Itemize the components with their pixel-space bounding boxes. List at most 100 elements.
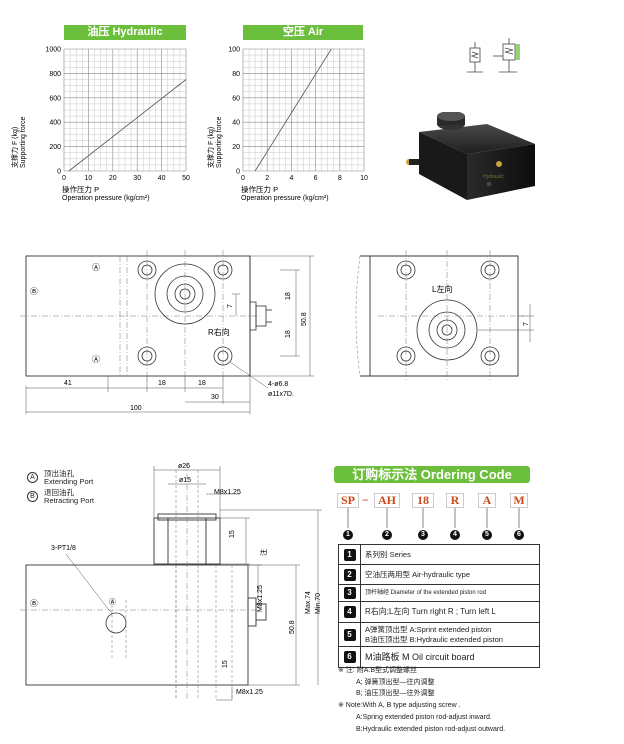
x-axis-label-en: Operation pressure (kg/cm²) <box>241 195 329 202</box>
x-tick-label: 10 <box>360 175 368 182</box>
hydraulic-chart-title: 油压 Hydraulic <box>64 25 186 40</box>
dim-v18-b: 18 <box>285 330 292 338</box>
left-turn-label: L左向 <box>432 284 452 294</box>
dim-30: 30 <box>211 394 219 401</box>
dim-v50-8: 50.8 <box>301 312 308 326</box>
ordering-row: 6 M油路板 M Oil circuit board <box>339 647 539 667</box>
legend-a-cn: 顶出油孔 <box>44 469 74 478</box>
dim-41: 41 <box>64 380 72 387</box>
thread-mid: M8x1.25 <box>257 585 264 612</box>
y-axis-label-en: Supporting force <box>20 117 27 168</box>
dim-18-a: 18 <box>158 380 166 387</box>
x-tick-label: 20 <box>109 175 117 182</box>
legend-a-en: Extending Port <box>44 477 94 486</box>
legend-retracting-port: B <box>27 491 38 502</box>
ordering-table: 1 系列别 Series 2 空油压两用型 Air-hydraulic type… <box>338 544 540 668</box>
dim-v7-left: 7 <box>523 322 530 326</box>
code-dash: − <box>362 493 369 507</box>
y-tick-label: 40 <box>232 120 240 127</box>
row-number: 3 <box>343 587 356 599</box>
code-direction: R <box>446 493 464 508</box>
x-tick-label: 40 <box>158 175 166 182</box>
note-en-3: B:Hydraulic extended piston rod-adjust o… <box>356 726 506 733</box>
port-b-side: Ⓑ <box>30 599 38 608</box>
dim-15-v: 15 <box>229 530 236 538</box>
code-num-3: 3 <box>418 530 428 540</box>
x-tick-label: 0 <box>241 175 245 182</box>
dim-v7: 7 <box>227 304 234 308</box>
row-text: 顶杆轴经 Diameter of the extended piston rod <box>365 590 487 596</box>
y-tick-label: 80 <box>232 71 240 78</box>
y-tick-label: 400 <box>49 120 61 127</box>
port-a-mark: A <box>27 472 38 483</box>
air-chart-title: 空压 Air <box>243 25 363 40</box>
ordering-row: 1 系列别 Series <box>339 545 539 565</box>
code-num-1: 1 <box>343 530 353 540</box>
holes-spec-1: 4-ø6.8 <box>268 381 288 388</box>
row-text: R右向;L左向 Turn right R ; Turn left L <box>365 607 496 616</box>
code-num-4: 4 <box>450 530 460 540</box>
row-text: M油路板 M Oil circuit board <box>365 652 475 662</box>
legend-extending-text: 顶出油孔 Extending Port <box>44 470 93 486</box>
note-cn-2: A; 弹簧顶出型—往内调整 <box>356 679 435 686</box>
port-a-side: Ⓐ <box>109 598 116 606</box>
x-axis-label-cn: 操作压力 P <box>62 184 99 194</box>
port-b: Ⓑ <box>30 287 38 296</box>
code-num-5: 5 <box>482 530 492 540</box>
dim-min-70: Min.70 <box>315 593 322 614</box>
air-series-line <box>254 48 332 172</box>
row-text-2: B油压顶出型 B:Hydraulic extended piston <box>365 634 503 644</box>
y-tick-label: 60 <box>232 95 240 102</box>
note-en-2: A:Spring extended piston rod-adjust inwa… <box>356 714 492 721</box>
y-tick-label: 600 <box>49 95 61 102</box>
row-number: 5 <box>343 628 356 641</box>
legend-retracting-text: 退回油孔 Retracting Port <box>44 489 94 505</box>
code-num-2: 2 <box>382 530 392 540</box>
ordering-row: 2 空油压两用型 Air-hydraulic type <box>339 565 539 585</box>
ordering-row: 5 A弹簧顶出型 A:Sprint extended piston B油压顶出型… <box>339 623 539 647</box>
plan-view-right: Ⓐ Ⓑ Ⓐ R右向 41 18 18 30 100 18 18 7 50.8 4… <box>20 250 314 414</box>
thread-bottom: M8x1.25 <box>236 689 263 696</box>
x-tick-label: 30 <box>133 175 141 182</box>
y-tick-label: 200 <box>49 144 61 151</box>
legend-b-cn: 退回油孔 <box>44 488 74 497</box>
dim-100: 100 <box>130 405 142 412</box>
x-tick-label: 6 <box>314 175 318 182</box>
pt-ports: 3-PT1/8 <box>51 545 76 552</box>
side-view: ø26 ø15 M8x1.25 3-PT1/8 Ⓑ Ⓐ 15 注 M8x1.25… <box>20 462 322 701</box>
row-text: A弹簧顶出型 A:Sprint extended piston <box>365 624 492 634</box>
dim-18-b: 18 <box>198 380 206 387</box>
ordering-code-title: 订购标示法 Ordering Code <box>334 466 530 483</box>
y-tick-label: 0 <box>236 169 240 176</box>
ordering-row: 4 R右向;L左向 Turn right R ; Turn left L <box>339 602 539 623</box>
y-tick-label: 1000 <box>45 47 61 54</box>
code-connectors <box>347 508 520 528</box>
legend-b-en: Retracting Port <box>44 496 95 505</box>
dim-max-74: Max.74 <box>305 591 312 614</box>
schematic-symbol <box>467 38 520 73</box>
y-tick-label: 800 <box>49 71 61 78</box>
y-axis-label-en: Supporting force <box>216 117 223 168</box>
svg-text:Hydraulic: Hydraulic <box>483 174 504 180</box>
y-tick-label: 100 <box>228 47 240 54</box>
note-cn-1: ※ 注: 附A.B型式调整螺丝 <box>338 667 417 674</box>
note-cn-3: B; 油压顶出型—往外调整 <box>356 690 435 697</box>
y-tick-label: 20 <box>232 144 240 151</box>
x-tick-label: 4 <box>289 175 293 182</box>
note-mark: 注 <box>259 549 268 556</box>
code-piston: A <box>478 493 496 508</box>
row-number: 1 <box>343 548 356 561</box>
row-number: 4 <box>343 606 356 618</box>
plan-view-left: L左向 7 <box>355 250 534 382</box>
row-text: 系列别 Series <box>365 549 411 559</box>
code-num-6: 6 <box>514 530 524 540</box>
x-tick-label: 8 <box>338 175 342 182</box>
row-number: 2 <box>343 568 356 581</box>
legend-extending-port: A <box>27 472 38 483</box>
code-series: SP <box>337 493 359 508</box>
y-axis-label-cn: 支撑力 F (kg) <box>206 127 215 168</box>
code-board: M <box>510 493 528 508</box>
retract-label: R右向 <box>208 327 230 337</box>
ordering-row: 3 顶杆轴经 Diameter of the extended piston r… <box>339 585 539 602</box>
